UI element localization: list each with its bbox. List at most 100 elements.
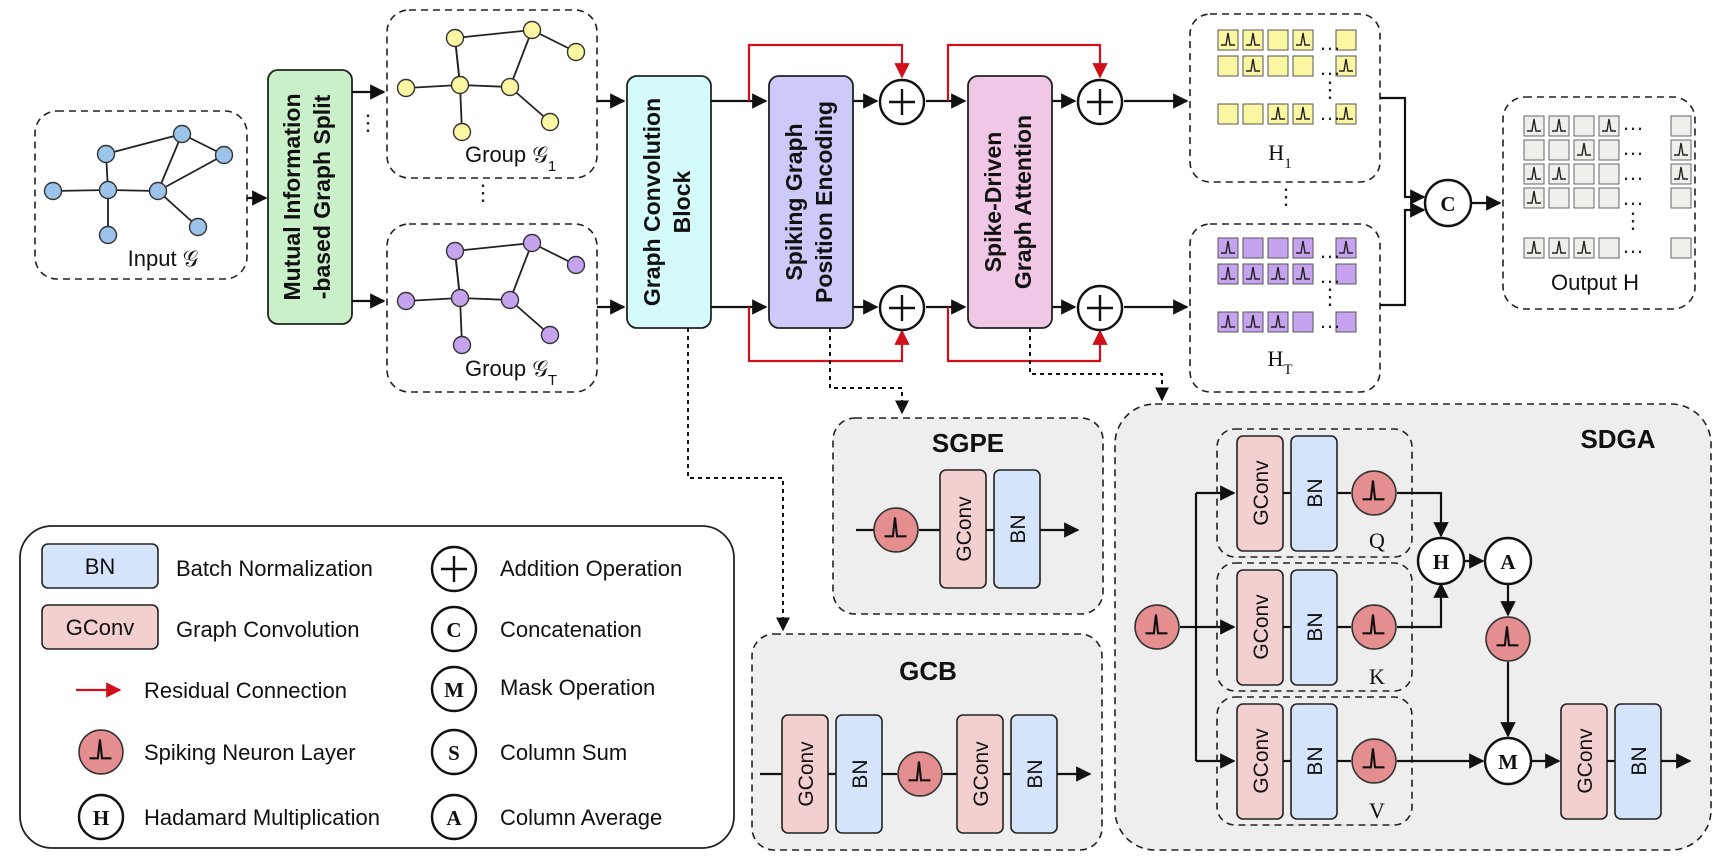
spiking-neuron-icon [1351,470,1397,516]
v-label: V [1369,798,1385,823]
h1-hdots: … [1319,55,1341,80]
hadamard-op: H [1416,536,1466,586]
spike-cell [1267,29,1289,51]
spiking-neuron-icon [78,729,124,775]
legend-bn-key: BN [85,554,116,579]
sgpe-line2: Position Encoding [811,101,837,303]
graph-node [450,288,470,308]
group-T-graph: Group 𝒢T [386,223,598,393]
input-graph-nodes [43,124,234,245]
groupT-label: Group 𝒢 [465,356,548,381]
group1-label: Group 𝒢 [465,142,548,167]
legend-concat-text: Concatenation [500,617,642,642]
sdga-line1: Spike-Driven [980,132,1006,273]
input-label: Input 𝒢 [128,246,199,271]
spiking-neuron-icon [873,507,919,553]
mask-symbol: M [1498,750,1518,774]
sgpe-panel: SGPE GConv BN [832,417,1104,615]
svg-text:Group 𝒢1: Group 𝒢1 [465,142,556,175]
groups-vdots: ⋮ [472,180,494,205]
output-matrix: … … … … … ⋮ Output H [1502,96,1696,310]
output-cells [1523,115,1692,259]
addition-icon [1076,284,1124,332]
legend-hadamard-text: Hadamard Multiplication [144,805,380,830]
output-vdots: ⋮ [1622,208,1644,233]
sgpe-panel-title: SGPE [932,428,1004,458]
gcb-line2: Block [669,170,695,233]
groupT-nodes [396,233,586,355]
svg-text:HT: HT [1267,346,1292,378]
graph-node [445,241,465,261]
group1-subscript: 1 [548,158,556,175]
graph-split-block: Mutual Information -based Graph Split [267,69,353,325]
svg-text:H1: H1 [1268,140,1291,172]
legend-average-key: A [446,806,462,830]
ht-label: H [1267,346,1283,371]
gconv-label: GConv [1574,728,1597,794]
bn-label: BN [1007,514,1030,543]
k-label: K [1369,664,1385,689]
output-hdots: … [1622,185,1644,210]
link-gcb-panel [687,328,790,632]
output-hdots: … [1622,135,1644,160]
graph-node [566,42,586,62]
spike-driven-attention-block: Spike-Driven Graph Attention [967,75,1053,329]
spiking-neuron-icon [1351,604,1397,650]
legend-average-circle [430,793,478,841]
legend-hadamard-circle [77,793,125,841]
graph-node [445,28,465,48]
graph-edge [509,29,533,88]
spiking-neuron-icon [1485,616,1531,662]
output-cell [1598,237,1620,259]
spiking-neuron-icon [1351,738,1397,784]
legend-sum-text: Column Sum [500,740,627,765]
legend-bn-text: Batch Normalization [176,556,373,581]
concat-symbol: C [1440,192,1455,216]
residual-sdga-top [946,43,1108,101]
groupT-subscript: T [548,372,557,389]
bn-label: BN [1628,746,1651,775]
graph-convolution-block: Graph Convolution Block [626,75,712,329]
ht-hdots: … [1319,308,1341,333]
graph-edge [509,242,533,301]
spike-cell [1292,55,1314,77]
graph-edge [157,154,225,192]
arrow-ht-concat [1380,202,1426,307]
gconv-label: GConv [1250,460,1273,526]
h1-hdots: … [1319,100,1341,125]
ht-hdots: … [1319,263,1341,288]
addition-icon [1076,78,1124,126]
mask-op: M [1483,736,1533,786]
bn-label: BN [1304,478,1327,507]
output-cell [1598,139,1620,161]
spike-cell [1217,55,1239,77]
graph-edge [454,242,533,252]
legend-mask-text: Mask Operation [500,675,655,700]
spike-cell [1335,263,1357,285]
legend-sum-key: S [448,741,460,765]
concatenation-op: C [1423,178,1473,228]
input-graph: Input 𝒢 [34,110,248,280]
legend-spike-text: Spiking Neuron Layer [144,740,356,765]
query-branch: GConv BN Q [1216,428,1413,558]
graph-node [98,180,118,200]
output-cell [1573,187,1595,209]
legend-sum-circle [430,728,478,776]
residual-sgpe-top [747,43,910,101]
graph-split-line1: Mutual Information [279,94,305,301]
q-label: Q [1369,528,1385,553]
graph-node [540,325,560,345]
output-cell [1670,115,1692,137]
graph-node [396,78,416,98]
gcb-panel: GCB GConv BN GConv BN [751,633,1103,851]
svg-text:Group 𝒢T: Group 𝒢T [465,356,557,389]
output-cell [1573,115,1595,137]
output-cell [1548,139,1570,161]
legend-average-text: Column Average [500,805,662,830]
h1-label: H [1268,140,1284,165]
output-cell [1598,187,1620,209]
gconv-label: GConv [953,496,976,562]
bn-label: BN [1024,759,1047,788]
